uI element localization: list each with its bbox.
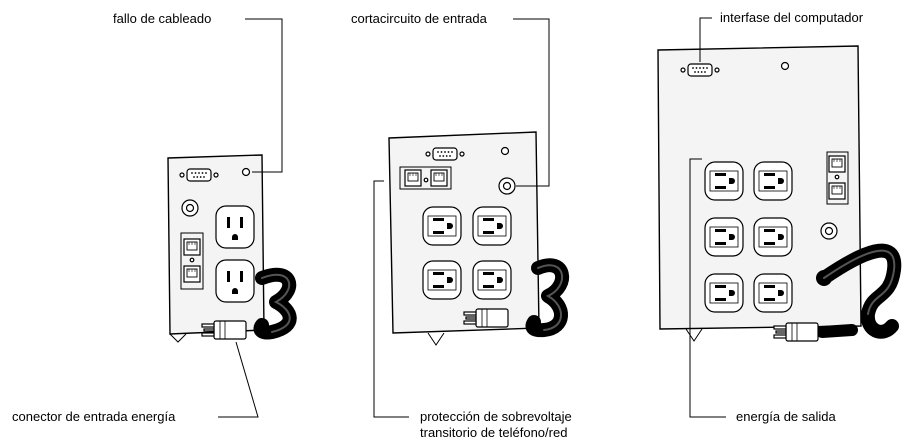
input-breaker-label: cortacircuito de entrada <box>351 11 488 26</box>
large-ups-unit <box>657 45 902 342</box>
large-ups-outlet-3 <box>704 217 744 257</box>
small-ups-outlet-2 <box>215 259 255 303</box>
large-ups-power-plug <box>773 322 819 342</box>
small-ups-wiring-fault-led <box>241 167 251 177</box>
large-ups-outlet-2 <box>753 161 793 201</box>
output-power-label: energía de salida <box>736 409 837 424</box>
large-ups-phone-jack-2 <box>828 182 846 200</box>
large-ups-phone-jack-1 <box>828 155 846 173</box>
medium-ups-phone-jack-1 <box>404 169 422 187</box>
small-ups-phone-jack-1 <box>183 238 201 256</box>
power-input-connector-label: conector de entrada energía <box>12 409 176 424</box>
small-ups-outlet-1 <box>215 205 255 249</box>
large-ups-outlet-6 <box>753 273 793 313</box>
medium-ups-power-plug <box>463 308 509 328</box>
small-ups-phone-jack-2 <box>183 265 201 283</box>
large-ups-outlet-4 <box>753 217 793 257</box>
surge-protection-label-line2: transitorio de teléfono/red <box>420 425 567 440</box>
wiring-fault-label: fallo de cableado <box>113 11 211 26</box>
surge-protection-label-line1: protección de sobrevoltaje <box>420 409 572 424</box>
medium-ups-outlet-1 <box>422 206 462 246</box>
computer-interface-label: interfase del computador <box>720 10 864 25</box>
small-ups-unit <box>167 154 297 343</box>
large-ups-outlet-1 <box>704 161 744 201</box>
callout-labels: fallo de cableado cortacircuito de entra… <box>12 10 864 440</box>
medium-ups-outlet-3 <box>422 260 462 300</box>
small-ups-power-plug <box>201 320 247 340</box>
medium-ups-outlet-4 <box>472 260 512 300</box>
leader-lines <box>218 17 726 418</box>
medium-ups-outlet-2 <box>472 206 512 246</box>
medium-ups-unit <box>388 131 570 346</box>
medium-ups-phone-jack-2 <box>430 169 448 187</box>
large-ups-outlet-5 <box>704 273 744 313</box>
